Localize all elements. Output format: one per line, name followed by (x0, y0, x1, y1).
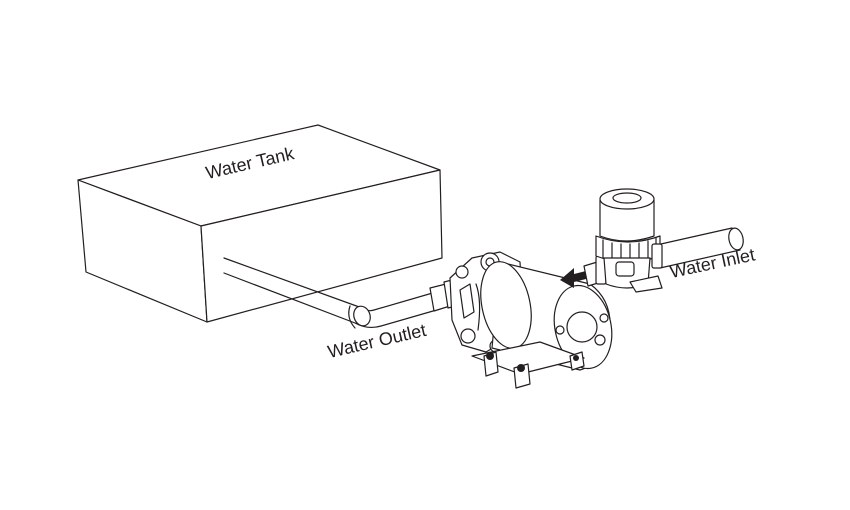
tank-side-face (200, 169, 443, 323)
inlet-fitting (583, 255, 609, 287)
inlet-pipe (651, 227, 744, 269)
inlet-strainer (595, 188, 663, 293)
outlet-pipe (223, 257, 441, 329)
water-tank (77, 124, 443, 323)
water-pump (449, 251, 613, 389)
flow-direction-arrow (560, 268, 590, 288)
